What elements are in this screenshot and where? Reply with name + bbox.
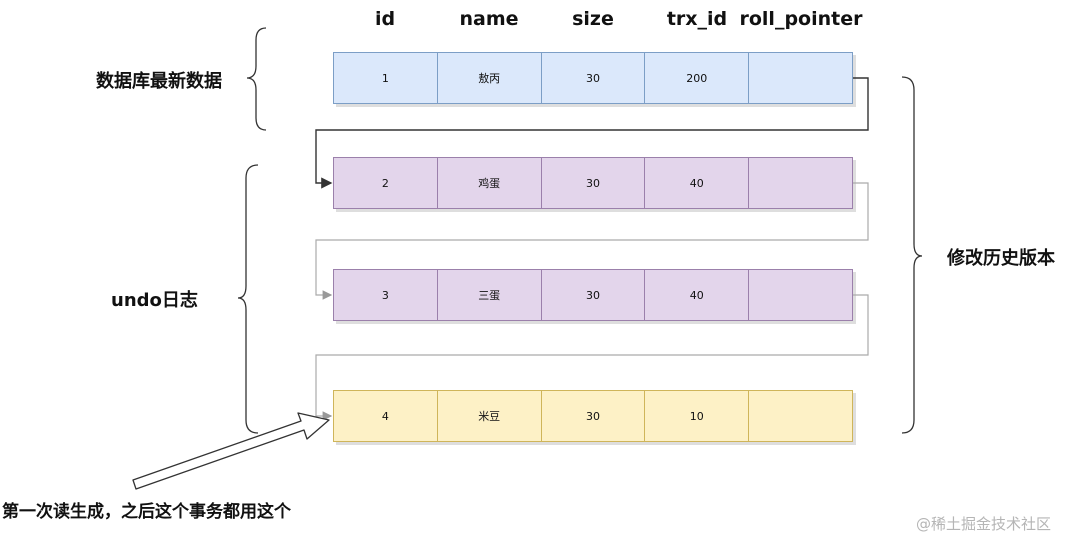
cell-name: 敖丙	[438, 53, 542, 103]
cell-size: 30	[542, 270, 646, 320]
label-undo-log: undo日志	[111, 290, 198, 311]
brace-latest-data	[246, 27, 267, 131]
column-header-name: name	[459, 8, 519, 30]
cell-trx-id: 10	[645, 391, 750, 441]
cell-id: 1	[334, 53, 438, 103]
cell-trx-id: 40	[645, 270, 750, 320]
first-read-arrow	[132, 412, 330, 490]
roll-pointer-connector-2	[315, 182, 869, 300]
cell-size: 30	[542, 391, 646, 441]
version-row-undo-2: 3 三蛋 30 40	[333, 269, 853, 321]
cell-size: 30	[542, 53, 646, 103]
cell-name: 米豆	[438, 391, 542, 441]
brace-undo-log	[237, 164, 259, 434]
roll-pointer-connector-3	[315, 294, 869, 421]
cell-trx-id: 200	[645, 53, 750, 103]
cell-id: 3	[334, 270, 438, 320]
column-header-trx-id: trx_id	[666, 8, 728, 30]
cell-name: 三蛋	[438, 270, 542, 320]
watermark: @稀土掘金技术社区	[916, 515, 1052, 533]
version-row-latest: 1 敖丙 30 200	[333, 52, 853, 104]
cell-trx-id: 40	[645, 158, 750, 208]
roll-pointer-connector-1	[315, 77, 869, 189]
version-row-read-view: 4 米豆 30 10	[333, 390, 853, 442]
column-header-roll-pointer: roll_pointer	[739, 8, 863, 30]
cell-id: 2	[334, 158, 438, 208]
brace-history-versions	[901, 76, 923, 434]
version-row-undo-1: 2 鸡蛋 30 40	[333, 157, 853, 209]
cell-name: 鸡蛋	[438, 158, 542, 208]
column-header-id: id	[374, 8, 396, 30]
column-header-size: size	[572, 8, 614, 30]
cell-size: 30	[542, 158, 646, 208]
cell-id: 4	[334, 391, 438, 441]
label-history-versions: 修改历史版本	[947, 248, 1055, 269]
label-latest-data: 数据库最新数据	[96, 71, 222, 92]
label-first-read: 第一次读生成，之后这个事务都用这个	[2, 502, 291, 522]
